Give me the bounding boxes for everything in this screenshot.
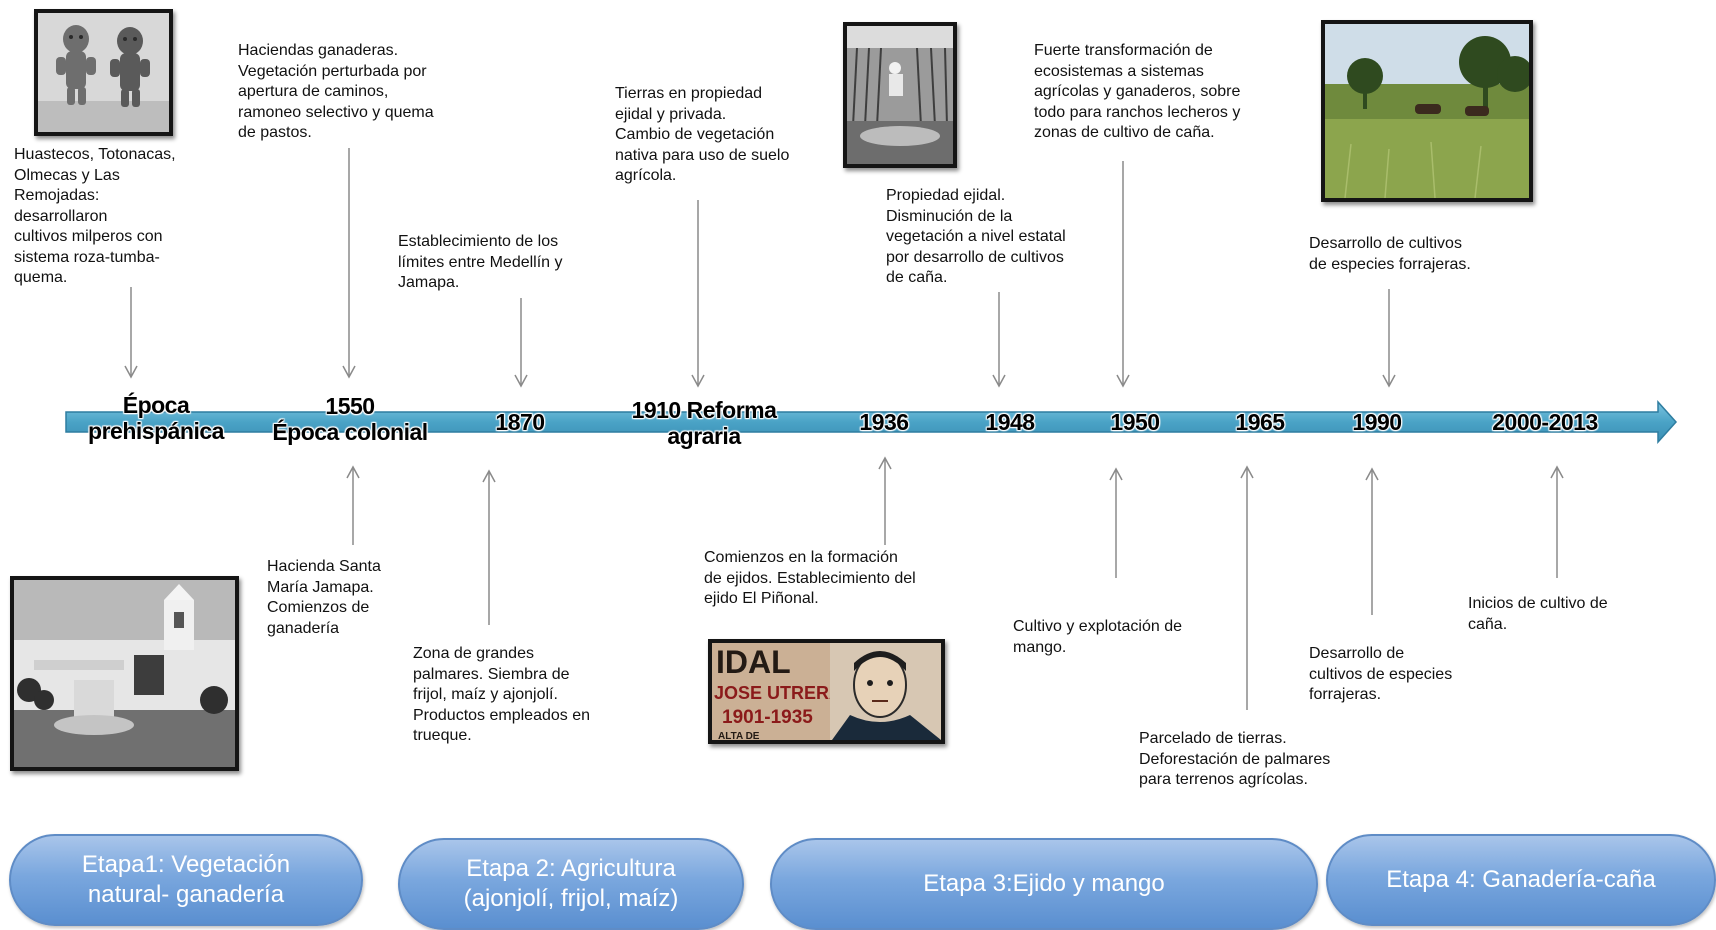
note-above-1990: Desarrollo de cultivos de especies forra… <box>1309 235 1471 273</box>
stage-3-button[interactable]: Etapa 3:Ejido y mango <box>770 838 1318 930</box>
arrow-up-1965 <box>1240 465 1254 710</box>
connector-arrows <box>124 148 1564 710</box>
mural-bottom-text: ALTA DE <box>718 731 760 740</box>
note-below-1936: Comienzos en la formación de ejidos. Est… <box>704 549 916 607</box>
note-above-1550: Haciendas ganaderas. Vegetación perturba… <box>238 42 434 141</box>
mural-name-text: JOSE UTRERA <box>714 683 842 703</box>
note-above-1910: Tierras en propiedad ejidal y privada. C… <box>615 85 790 184</box>
note-below-1950: Cultivo y explotación de mango. <box>1013 618 1182 656</box>
pasture-photo <box>1321 20 1533 202</box>
note-above-1950: Fuerte transformación de ecosistemas a s… <box>1034 42 1241 141</box>
field-worker-photo <box>843 22 957 168</box>
note-above-1948: Propiedad ejidal. Disminución de la vege… <box>886 187 1066 286</box>
arrow-down-1950 <box>1116 161 1130 388</box>
period-label-1948: 1948 <box>985 409 1035 435</box>
period-label-1990: 1990 <box>1352 409 1402 435</box>
ejido-mural-photo: IDAL JOSE UTRERA 1901-1935 ALTA DE <box>708 639 945 744</box>
note-below-1550: Hacienda Santa María Jamapa. Comienzos d… <box>267 558 381 637</box>
period-label-1950: 1950 <box>1110 409 1160 435</box>
period-label-2000-2013: 2000-2013 <box>1492 409 1598 435</box>
period-label-1910: 1910 Reforma agraria <box>631 397 777 449</box>
arrow-up-2000 <box>1550 465 1564 578</box>
arrow-down-1910 <box>691 200 705 388</box>
arrow-up-1950 <box>1109 467 1123 578</box>
period-label-1936: 1936 <box>859 409 909 435</box>
arrow-down-1948 <box>992 292 1006 388</box>
period-label-1870: 1870 <box>495 409 545 435</box>
mural-years-text: 1901-1935 <box>722 707 813 728</box>
arrow-up-1936 <box>878 456 892 545</box>
note-below-1965: Parcelado de tierras. Deforestación de p… <box>1139 730 1331 788</box>
note-above-1870: Establecimiento de los límites entre Med… <box>398 233 563 291</box>
arrow-up-1550 <box>346 465 360 545</box>
arrow-down-1550 <box>342 148 356 379</box>
arrow-down-1870 <box>514 298 528 388</box>
arrow-down-prehispanica <box>124 287 138 379</box>
period-label-1965: 1965 <box>1235 409 1285 435</box>
arrow-up-1870 <box>482 469 496 625</box>
stage-1-button[interactable]: Etapa1: Vegetación natural- ganadería <box>9 834 363 926</box>
note-below-2000-2013: Inicios de cultivo de caña. <box>1468 595 1608 633</box>
figurines-photo <box>34 9 173 136</box>
note-below-1870: Zona de grandes palmares. Siembra de fri… <box>413 645 590 744</box>
note-below-1990: Desarrollo de cultivos de especies forra… <box>1309 645 1453 703</box>
arrow-up-1990 <box>1365 467 1379 615</box>
period-label-1550: 1550 Época colonial <box>272 393 428 445</box>
stage-4-button[interactable]: Etapa 4: Ganadería-caña <box>1326 834 1716 926</box>
timeline-arrow <box>65 400 1678 444</box>
stage-2-button[interactable]: Etapa 2: Agricultura (ajonjolí, frijol, … <box>398 838 744 930</box>
note-above-prehispanica: Huastecos, Totonacas, Olmecas y Las Remo… <box>14 146 176 286</box>
mural-top-text: IDAL <box>716 644 791 680</box>
period-label-prehispanica: Época prehispánica <box>88 392 224 444</box>
hacienda-photo <box>10 576 239 771</box>
arrow-down-1990 <box>1382 289 1396 388</box>
